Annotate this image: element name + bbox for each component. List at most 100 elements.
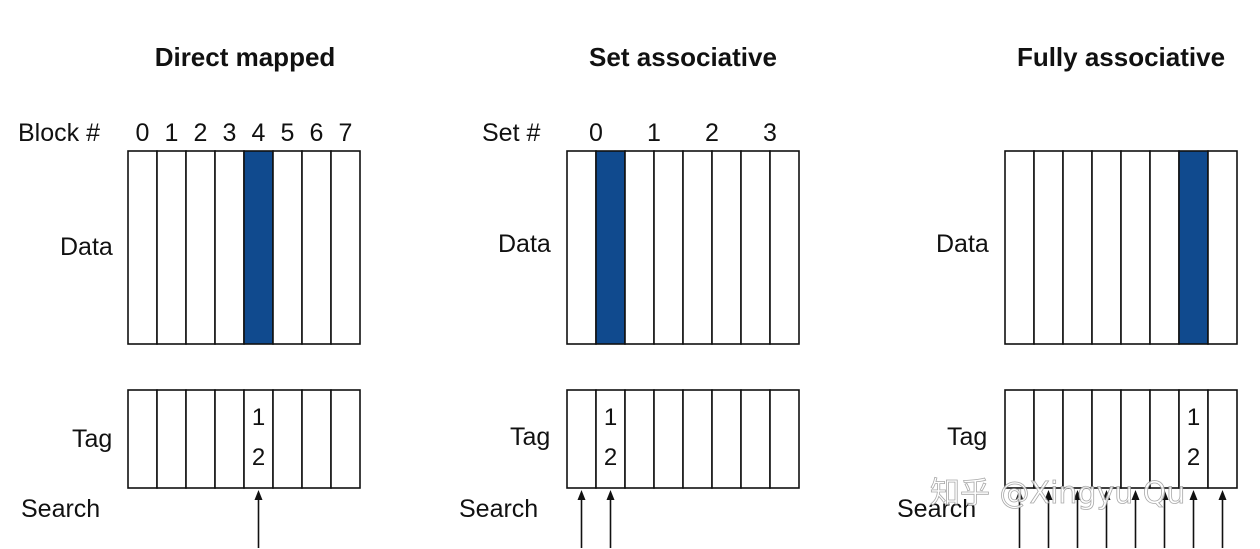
search-arrow bbox=[1218, 490, 1227, 548]
watermark: 知乎 @Xingyu Qu bbox=[930, 476, 1185, 511]
tag-value: 2 bbox=[252, 444, 265, 471]
data-cell bbox=[185, 150, 216, 345]
index-tick: 6 bbox=[310, 119, 324, 147]
tag-cell bbox=[1149, 389, 1180, 489]
tag-cell bbox=[127, 389, 158, 489]
data-cell-highlighted bbox=[1178, 150, 1209, 345]
data-cell-highlighted bbox=[595, 150, 626, 345]
search-arrow bbox=[1160, 490, 1169, 548]
index-tick: 0 bbox=[136, 119, 150, 147]
data-cell bbox=[127, 150, 158, 345]
data-cell bbox=[1149, 150, 1180, 345]
search-arrow bbox=[1015, 490, 1024, 548]
data-cell bbox=[272, 150, 303, 345]
tag-cell bbox=[682, 389, 713, 489]
arrow-head bbox=[254, 490, 263, 500]
tag-cell bbox=[301, 389, 332, 489]
data-label: Data bbox=[60, 233, 113, 261]
data-cell bbox=[624, 150, 655, 345]
data-label: Data bbox=[498, 230, 551, 258]
search-arrow bbox=[1044, 490, 1053, 548]
search-arrow bbox=[1102, 490, 1111, 548]
tag-array: 12 bbox=[127, 389, 361, 489]
arrow-head bbox=[1044, 490, 1053, 500]
arrow-head bbox=[1160, 490, 1169, 500]
tag-cell bbox=[1033, 389, 1064, 489]
arrow-head bbox=[1131, 490, 1140, 500]
data-cell bbox=[156, 150, 187, 345]
tag-cell bbox=[653, 389, 684, 489]
data-cell bbox=[653, 150, 684, 345]
data-cell bbox=[769, 150, 800, 345]
arrow-head bbox=[577, 490, 586, 500]
index-tick: 7 bbox=[339, 119, 353, 147]
arrow-head bbox=[1218, 490, 1227, 500]
data-cell bbox=[566, 150, 597, 345]
data-cell bbox=[330, 150, 361, 345]
index-tick: 4 bbox=[252, 119, 266, 147]
arrow-head bbox=[1189, 490, 1198, 500]
index-tick: 2 bbox=[194, 119, 208, 147]
tag-array: 12 bbox=[1004, 389, 1238, 489]
tag-cell bbox=[330, 389, 361, 489]
data-cell bbox=[1004, 150, 1035, 345]
data-array bbox=[566, 150, 800, 345]
index-tick: 3 bbox=[763, 119, 777, 147]
data-cell bbox=[1062, 150, 1093, 345]
tag-cell bbox=[272, 389, 303, 489]
search-arrow bbox=[254, 490, 263, 548]
panel-title: Fully associative bbox=[1017, 42, 1225, 72]
index-label: Block # bbox=[18, 119, 100, 147]
tag-cell bbox=[1120, 389, 1151, 489]
tag-value: 1 bbox=[604, 404, 617, 431]
tag-label: Tag bbox=[510, 423, 550, 451]
data-cell bbox=[682, 150, 713, 345]
search-arrow bbox=[606, 490, 615, 548]
index-tick: 1 bbox=[647, 119, 661, 147]
index-label: Set # bbox=[482, 119, 540, 147]
tag-cell bbox=[1062, 389, 1093, 489]
data-cell bbox=[301, 150, 332, 345]
tag-cell bbox=[711, 389, 742, 489]
search-arrows bbox=[254, 490, 263, 548]
data-cell bbox=[1120, 150, 1151, 345]
search-label: Search bbox=[897, 495, 976, 523]
arrow-head bbox=[1073, 490, 1082, 500]
tag-array: 12 bbox=[566, 389, 800, 489]
tag-cell bbox=[566, 389, 597, 489]
tag-cell bbox=[1207, 389, 1238, 489]
tag-cell bbox=[1178, 389, 1209, 489]
data-cell bbox=[1091, 150, 1122, 345]
search-label: Search bbox=[459, 495, 538, 523]
tag-value: 2 bbox=[1187, 444, 1200, 471]
data-array bbox=[1004, 150, 1238, 345]
tag-cell bbox=[156, 389, 187, 489]
panel-title: Set associative bbox=[589, 42, 777, 72]
tag-value: 1 bbox=[1187, 404, 1200, 431]
tag-label: Tag bbox=[72, 425, 112, 453]
tag-cell bbox=[624, 389, 655, 489]
arrow-head bbox=[606, 490, 615, 500]
tag-value: 1 bbox=[252, 404, 265, 431]
tag-label: Tag bbox=[947, 423, 987, 451]
arrow-head bbox=[1102, 490, 1111, 500]
panel-title: Direct mapped bbox=[155, 42, 336, 72]
tag-cell bbox=[1004, 389, 1035, 489]
tag-cell bbox=[740, 389, 771, 489]
search-arrow bbox=[577, 490, 586, 548]
data-cell bbox=[740, 150, 771, 345]
index-tick: 1 bbox=[165, 119, 179, 147]
tag-cell bbox=[243, 389, 274, 489]
index-tick: 5 bbox=[281, 119, 295, 147]
panel-fully-associative: Fully associative Data 12 Tag Search bbox=[897, 42, 1238, 548]
tag-value: 2 bbox=[604, 444, 617, 471]
tag-cell bbox=[214, 389, 245, 489]
data-cell-highlighted bbox=[243, 150, 274, 345]
search-arrow bbox=[1131, 490, 1140, 548]
data-cell bbox=[1207, 150, 1238, 345]
tag-cell bbox=[1091, 389, 1122, 489]
